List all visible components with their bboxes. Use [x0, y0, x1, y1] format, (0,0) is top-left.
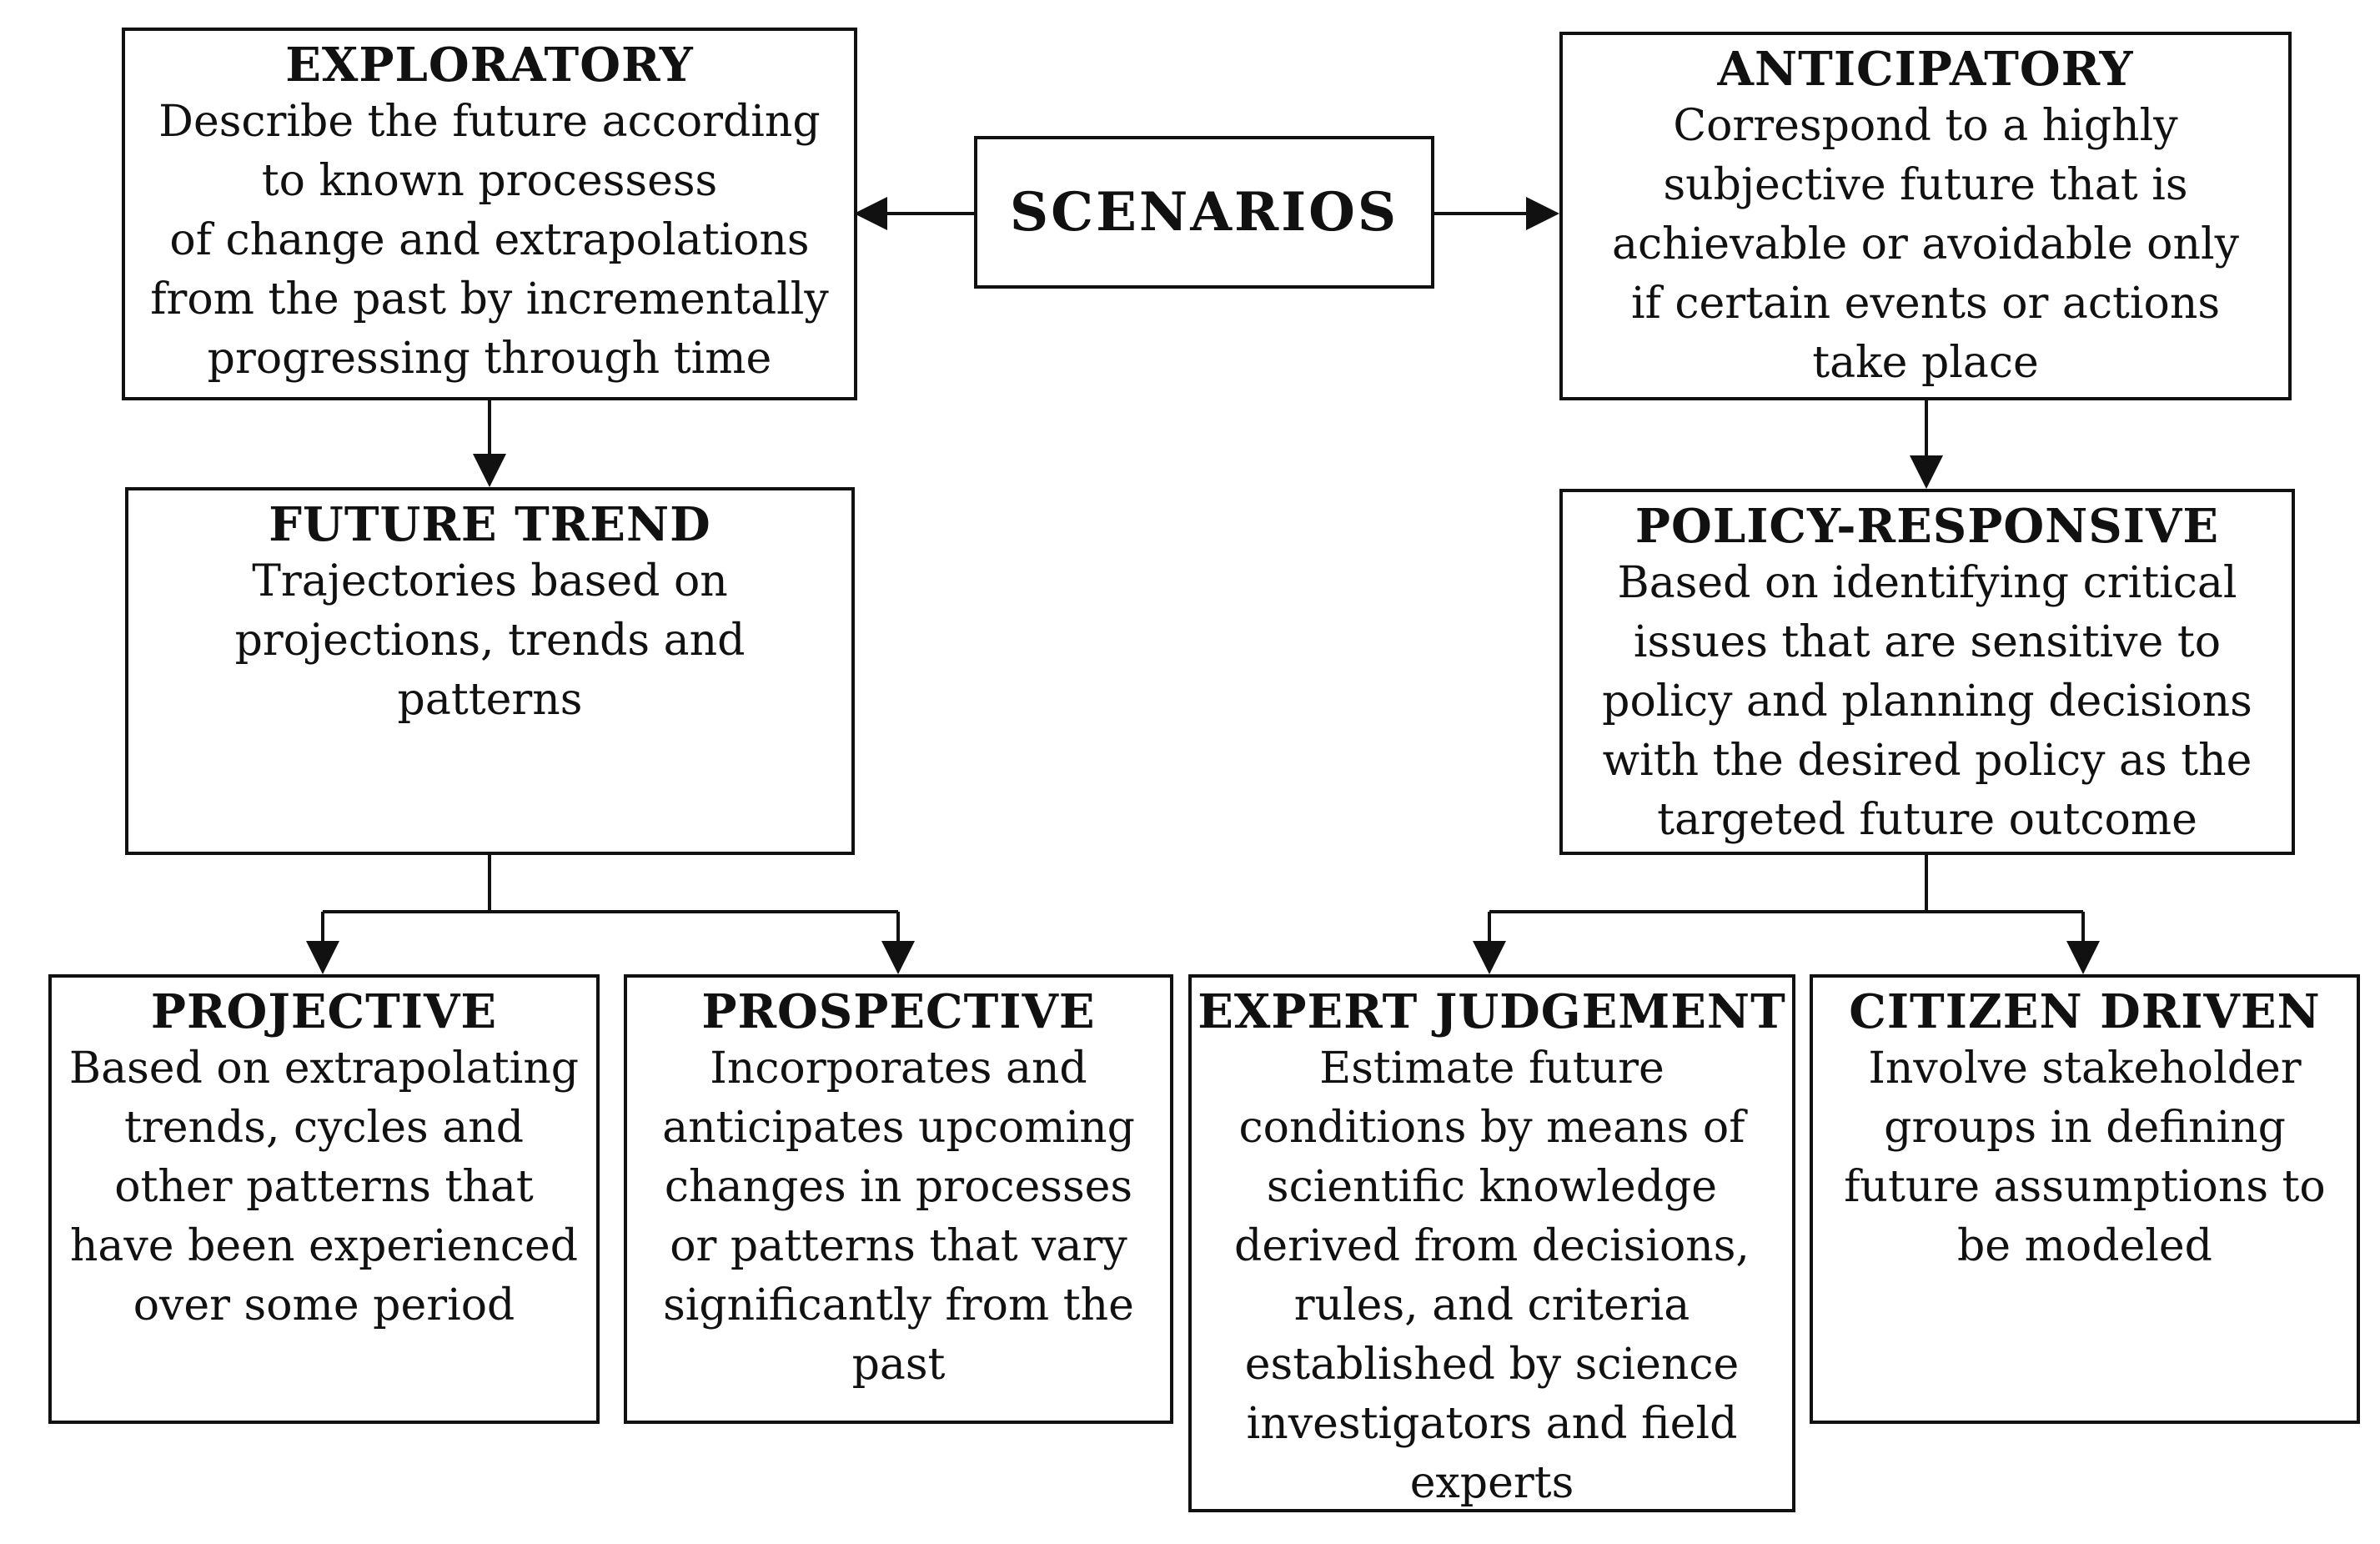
- connector-policy-responsive-split: [1489, 855, 2083, 913]
- node-exploratory-text-line: Describe the future according: [158, 97, 821, 147]
- node-anticipatory-text-line: subjective future that is: [1663, 160, 2188, 210]
- node-scenarios-title: SCENARIOS: [1009, 180, 1399, 244]
- node-anticipatory-title: ANTICIPATORY: [1717, 42, 2134, 97]
- node-projective-text-line: over some period: [133, 1280, 515, 1330]
- node-exploratory-title: EXPLORATORY: [285, 38, 694, 93]
- node-prospective-text-line: changes in processes: [664, 1162, 1133, 1212]
- node-anticipatory-text-line: Correspond to a highly: [1673, 101, 2178, 151]
- node-expert-judgement-text-line: scientific knowledge: [1266, 1162, 1718, 1212]
- node-exploratory-text-line: from the past by incrementally: [150, 274, 829, 324]
- node-citizen-driven-text-line: be modeled: [1957, 1221, 2212, 1271]
- node-policy-responsive-text-line: policy and planning decisions: [1602, 676, 2252, 727]
- node-expert-judgement-title: EXPERT JUDGEMENT: [1198, 984, 1786, 1039]
- node-citizen-driven-title: CITIZEN DRIVEN: [1849, 984, 2321, 1039]
- node-anticipatory-text-line: if certain events or actions: [1630, 279, 2221, 329]
- node-expert-judgement-text-line: derived from decisions,: [1234, 1221, 1750, 1271]
- node-exploratory-text-line: to known processess: [261, 156, 718, 206]
- node-exploratory-text-line: of change and extrapolations: [169, 215, 810, 265]
- node-expert-judgement-text-line: investigators and field: [1246, 1399, 1738, 1449]
- node-citizen-driven-text-line: groups in defining: [1884, 1103, 2286, 1153]
- node-prospective-text-line: past: [851, 1340, 946, 1390]
- node-projective-text-line: trends, cycles and: [123, 1103, 525, 1153]
- node-projective-text-line: Based on extrapolating: [68, 1044, 580, 1094]
- node-policy-responsive-text-line: with the desired policy as the: [1602, 736, 2252, 786]
- node-policy-responsive-text-line: Based on identifying critical: [1617, 558, 2237, 608]
- node-policy-responsive-text-line: issues that are sensitive to: [1633, 617, 2222, 667]
- node-prospective-text-line: significantly from the: [663, 1280, 1134, 1330]
- connector-future-trend-split: [323, 855, 898, 913]
- node-future-trend-text-line: patterns: [397, 675, 583, 725]
- node-expert-judgement-text-line: rules, and criteria: [1293, 1280, 1690, 1330]
- node-exploratory-text-line: progressing through time: [207, 334, 772, 384]
- node-anticipatory-text-line: take place: [1812, 338, 2039, 388]
- node-scenarios: SCENARIOS: [974, 136, 1434, 289]
- node-prospective-text-line: or patterns that vary: [670, 1221, 1127, 1271]
- node-expert-judgement-text-line: conditions by means of: [1238, 1103, 1745, 1153]
- node-prospective-text-line: anticipates upcoming: [662, 1103, 1135, 1153]
- node-projective-text-line: other patterns that: [114, 1162, 534, 1212]
- node-expert-judgement-text-line: experts: [1409, 1458, 1574, 1508]
- node-policy-responsive-text-line: targeted future outcome: [1657, 795, 2197, 845]
- node-expert-judgement-text-line: established by science: [1244, 1340, 1740, 1390]
- node-future-trend-text-line: Trajectories based on: [252, 556, 728, 606]
- node-projective-title: PROJECTIVE: [150, 984, 498, 1039]
- node-policy-responsive-title: POLICY-RESPONSIVE: [1634, 499, 2220, 554]
- node-citizen-driven-text-line: future assumptions to: [1844, 1162, 2326, 1212]
- node-future-trend-title: FUTURE TREND: [269, 497, 711, 552]
- node-expert-judgement-text-line: Estimate future: [1319, 1044, 1664, 1094]
- node-prospective-title: PROSPECTIVE: [701, 984, 1096, 1039]
- node-projective-text-line: have been experienced: [69, 1221, 579, 1271]
- node-prospective-text-line: Incorporates and: [710, 1044, 1087, 1094]
- node-citizen-driven-text-line: Involve stakeholder: [1868, 1044, 2302, 1094]
- node-anticipatory-text-line: achievable or avoidable only: [1612, 219, 2239, 269]
- node-future-trend-text-line: projections, trends and: [234, 616, 746, 666]
